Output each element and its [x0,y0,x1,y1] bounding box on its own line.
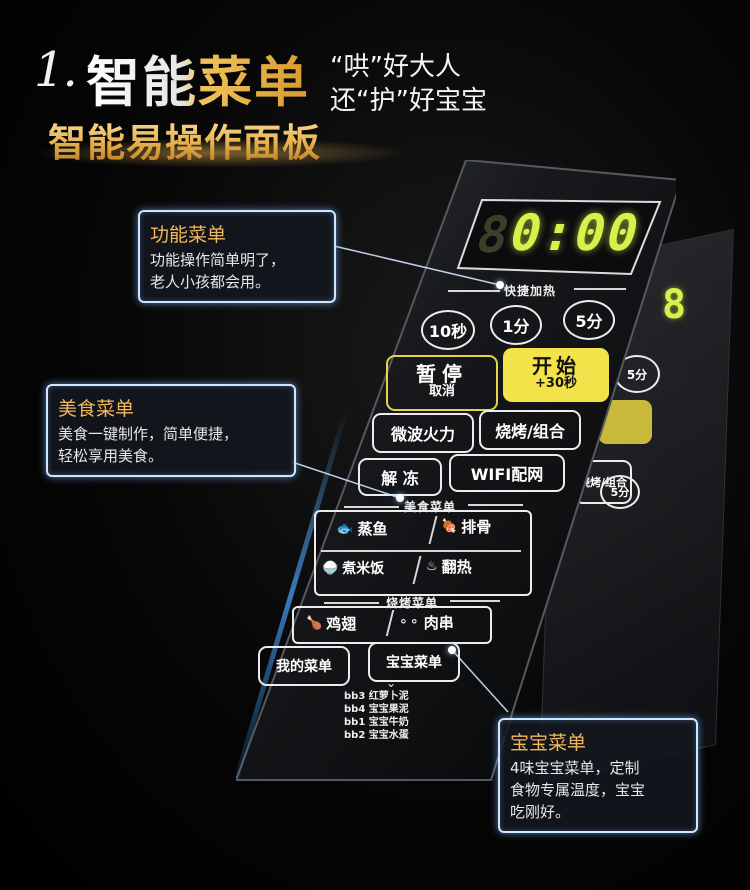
baby-menu-button[interactable]: 宝宝菜单 [368,642,460,682]
chevron-down-icon: ⌄ [386,676,397,690]
skewer-icon: ⚬⚬ [398,615,420,630]
headline-number: 1. [34,42,78,98]
wings-label: 鸡翅 [326,615,357,633]
rice-button[interactable]: 🍚 煮米饭 [322,558,384,578]
microwave-power-button[interactable]: 微波火力 [372,413,474,453]
chicken-wing-icon: 🍗 [306,616,323,631]
connector-dot-baby [448,646,456,654]
callout-function-title: 功能菜单 [150,224,227,246]
callout-food-title: 美食菜单 [58,398,135,420]
control-panel: 0:00 8 快捷加热 10秒 1分 5分 暂停 取消 开始 +30秒 微波火力… [236,160,676,800]
steam-fish-button[interactable]: 🐟 蒸鱼 [336,518,387,539]
quick-heat-line-left [448,290,500,292]
callout-food-desc-1: 美食一键制作，简单便捷， [58,425,239,443]
baby-item-2: bb4 宝宝果泥 [344,704,409,715]
ribs-button[interactable]: 🍖 排骨 [441,516,491,537]
rice-label: 煮米饭 [342,561,385,577]
callout-function-menu: 功能菜单 功能操作简单明了， 老人小孩都会用。 [138,210,336,303]
pause-sub-label: 取消 [428,384,455,399]
ribs-icon: 🍖 [441,519,458,534]
rice-cooker-icon: 🍚 [322,560,339,576]
start-label: 开始 [532,354,580,378]
callout-baby-desc-2: 食物专属温度，宝宝 [510,781,646,799]
food-menu-row-divider [321,550,521,552]
food-menu-group [314,510,532,596]
grill-combo-button[interactable]: 烧烤/组合 [479,410,581,450]
steam-fish-label: 蒸鱼 [357,520,388,538]
callout-food-desc-2: 轻松享用美食。 [58,447,164,465]
callout-baby-menu: 宝宝菜单 4味宝宝菜单，定制 食物专属温度，宝宝 吃刚好。 [498,718,698,833]
callout-food-menu: 美食菜单 美食一键制作，简单便捷， 轻松享用美食。 [46,384,296,477]
baby-item-1: bb3 红萝卜泥 [344,691,409,702]
headline-title: 智能菜单 [86,38,310,117]
panel-caption: 智能易操作面板 [48,112,321,167]
callout-function-desc-2: 老人小孩都会用。 [150,273,271,291]
callout-baby-desc-1: 4味宝宝菜单，定制 [510,759,640,777]
connector-dot-function [496,281,504,289]
back-quick-button-2[interactable]: 5分 [600,475,640,509]
start-button[interactable]: 开始 +30秒 [503,348,609,402]
quick-10s-button[interactable]: 10秒 [421,310,475,350]
defrost-button[interactable]: 解 冻 [358,458,442,496]
skewers-label: 肉串 [423,614,454,632]
callout-function-desc-1: 功能操作简单明了， [150,251,286,269]
headline-subtitle-1: “哄”好大人 [330,52,461,82]
baby-menu-list: bb3 红萝卜泥 bb4 宝宝果泥 bb1 宝宝牛奶 bb2 宝宝水蛋 [344,690,409,742]
baby-item-3: bb1 宝宝牛奶 [344,717,409,728]
caption-glow [30,138,410,168]
grill-menu-line-left [324,602,379,604]
start-sub-label: +30秒 [535,376,577,391]
connector-dot-food [396,494,404,502]
lcd-display: 0:00 [503,204,647,262]
quick-heat-line-right [574,288,626,290]
back-display: 8 [662,282,687,328]
wings-button[interactable]: 🍗 鸡翅 [306,613,356,634]
food-menu-line-right [468,504,523,506]
baby-item-4: bb2 宝宝水蛋 [344,730,409,741]
fish-icon: 🐟 [336,520,354,537]
callout-baby-title: 宝宝菜单 [510,732,587,754]
reheat-button[interactable]: ♨ 翻热 [426,556,472,577]
pause-button[interactable]: 暂停 取消 [386,355,498,411]
quick-1min-button[interactable]: 1分 [490,305,542,345]
food-menu-line-left [344,506,399,508]
quick-5min-button[interactable]: 5分 [563,300,615,340]
callout-baby-desc-3: 吃刚好。 [510,803,571,821]
headline-subtitle-2: 还“护”好宝宝 [330,86,487,116]
skewers-button[interactable]: ⚬⚬ 肉串 [398,612,454,633]
wifi-pairing-button[interactable]: WIFI配网 [449,454,565,492]
reheat-label: 翻热 [441,558,472,576]
reheat-icon: ♨ [426,559,438,574]
grill-menu-line-right [450,600,500,602]
my-menu-button[interactable]: 我的菜单 [258,646,350,686]
pause-label: 暂停 [416,362,468,386]
ribs-label: 排骨 [461,518,492,536]
quick-heat-label: 快捷加热 [504,284,557,298]
